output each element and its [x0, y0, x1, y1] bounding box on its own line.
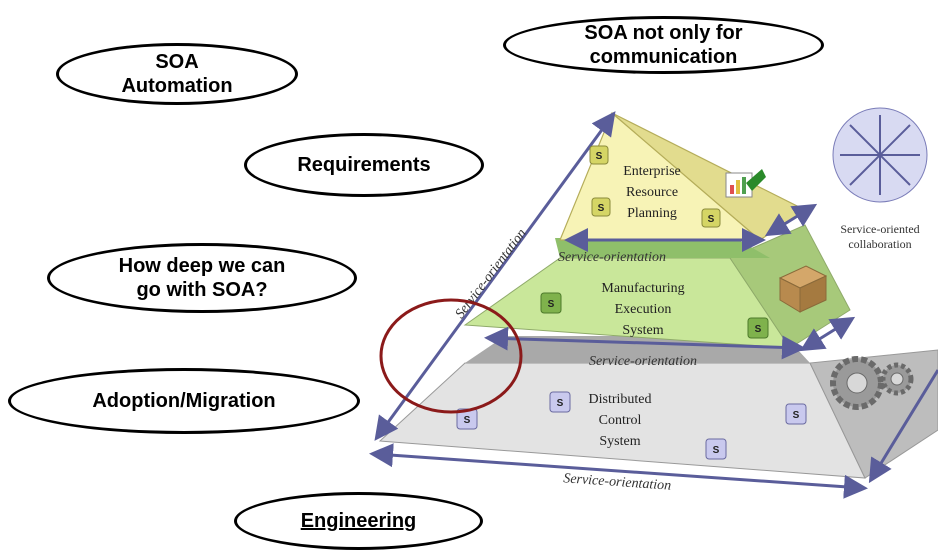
cube-label: S — [708, 214, 715, 225]
erp-chart-icon — [725, 169, 766, 198]
mes-line2: Execution — [615, 302, 672, 317]
callout-requirements-text: Requirements — [297, 154, 431, 176]
mes-line3: System — [622, 323, 663, 338]
callout-soa-communication-text: SOA not only for communication — [584, 22, 743, 68]
service-cube-icon: S — [589, 145, 609, 165]
callout-how-deep: How deep we can go with SOA? — [47, 243, 357, 313]
callout-requirements: Requirements — [244, 133, 484, 197]
collaboration-globe-icon — [832, 107, 928, 203]
callout-how-deep-text: How deep we can go with SOA? — [118, 255, 286, 301]
callout-soa-automation: SOA Automation — [56, 43, 298, 105]
service-cube-icon: S — [540, 292, 562, 314]
dcs-line2: Control — [599, 413, 642, 428]
service-cube-icon: S — [591, 197, 611, 217]
cube-label: S — [713, 445, 720, 456]
erp-tier — [559, 112, 807, 241]
callout-engineering-text: Engineering — [300, 510, 417, 532]
cube-label: S — [548, 299, 555, 310]
service-cube-icon: S — [785, 403, 807, 425]
callout-adoption-migration-text: Adoption/Migration — [92, 390, 276, 412]
highlight-circle — [379, 298, 523, 414]
cube-label: S — [598, 203, 605, 214]
cube-label: S — [557, 398, 564, 409]
cube-label: S — [755, 324, 762, 335]
erp-line3: Planning — [627, 206, 677, 221]
package-box-icon — [778, 265, 828, 313]
dcs-line1: Distributed — [589, 392, 652, 407]
collab-caption-line2: collaboration — [848, 237, 911, 251]
erp-line1: Enterprise — [623, 164, 681, 179]
so-label-mes: Service-orientation — [589, 354, 697, 369]
service-cube-icon: S — [549, 391, 571, 413]
service-cube-icon: S — [705, 438, 727, 460]
mes-line1: Manufacturing — [601, 281, 684, 296]
callout-soa-communication: SOA not only for communication — [503, 16, 824, 74]
service-cube-icon: S — [701, 208, 721, 228]
dcs-line3: System — [599, 434, 640, 449]
service-cube-icon: S — [456, 408, 478, 430]
so-label-erp: Service-orientation — [558, 250, 666, 265]
cube-label: S — [464, 415, 471, 426]
cube-label: S — [596, 151, 603, 162]
erp-line2: Resource — [626, 185, 678, 200]
service-orientation-arrows — [369, 111, 938, 499]
service-cube-icon: S — [747, 317, 769, 339]
collab-caption-line1: Service-oriented — [840, 222, 919, 236]
callout-soa-automation-text: SOA Automation — [121, 51, 233, 97]
callout-engineering: Engineering — [234, 492, 483, 550]
cube-label: S — [793, 410, 800, 421]
gears-icon — [830, 356, 914, 410]
callout-adoption-migration: Adoption/Migration — [8, 368, 360, 434]
